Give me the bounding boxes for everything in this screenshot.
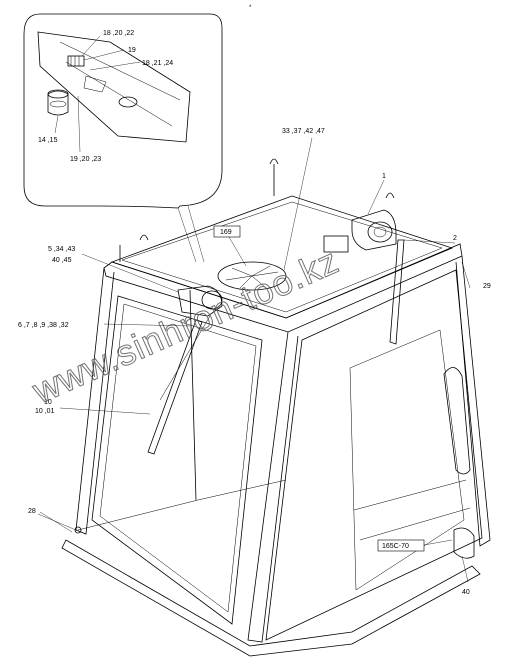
callout-18-21-24: 18 ,21 ,24 xyxy=(142,60,173,67)
callout-1: 1 xyxy=(382,173,386,180)
cab-roof xyxy=(103,158,463,333)
watermark: www.sinhron-too.kz xyxy=(26,240,345,412)
wiper-motor-front xyxy=(177,285,223,317)
callout-19-inset: 19 xyxy=(128,47,136,54)
callout-19-20-23: 19 ,20 ,23 xyxy=(70,156,101,163)
callout-165c-70: 165C-70 xyxy=(382,543,409,550)
callout-10-01: 10 ,01 xyxy=(35,408,55,415)
leader-lines xyxy=(37,137,471,583)
fan-assembly xyxy=(217,261,287,291)
front-wiper xyxy=(147,315,211,455)
rear-wiper xyxy=(389,239,405,345)
callout-40: 40 xyxy=(462,589,470,596)
header-mark: * xyxy=(249,5,252,11)
callout-40-45: 40 ,45 xyxy=(52,257,72,264)
callout-2: 2 xyxy=(453,235,457,242)
callout-box-169 xyxy=(213,225,241,238)
callout-28: 28 xyxy=(28,508,36,515)
callout-14-15: 14 ,15 xyxy=(38,137,58,144)
callout-169: 169 xyxy=(220,229,232,236)
callout-5-34-43: 5 ,34 ,43 xyxy=(48,246,75,253)
detail-inset xyxy=(23,13,223,209)
knob-part xyxy=(47,89,69,116)
wiper-motor-rear xyxy=(323,209,397,253)
callout-box-165c-70 xyxy=(377,539,425,552)
callout-18-20-22: 18 ,20 ,22 xyxy=(103,30,134,37)
cab-frame xyxy=(61,255,491,657)
callout-6-7-8-9-38-32: 6 ,7 ,8 ,9 ,38 ,32 xyxy=(18,322,69,329)
callout-10: 10 xyxy=(44,399,52,406)
callout-33-37-42-47: 33 ,37 ,42 ,47 xyxy=(282,128,325,135)
callout-29: 29 xyxy=(483,283,491,290)
connector-part xyxy=(67,55,85,67)
